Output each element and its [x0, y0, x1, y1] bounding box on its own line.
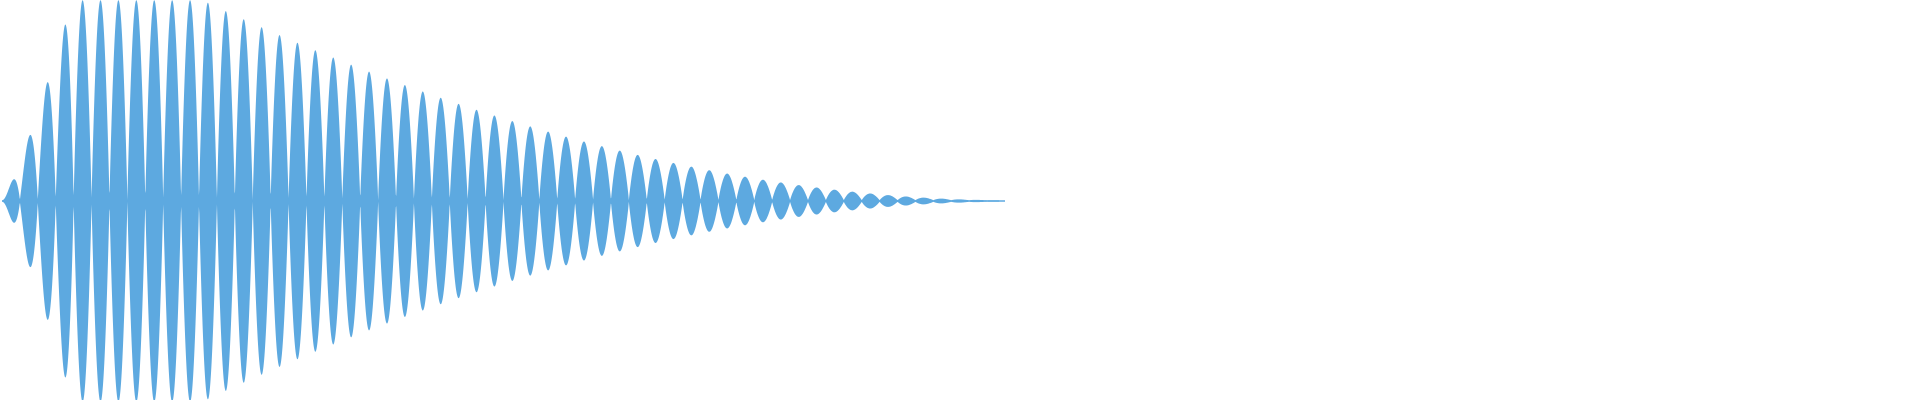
waveform-shape [2, 0, 1005, 400]
